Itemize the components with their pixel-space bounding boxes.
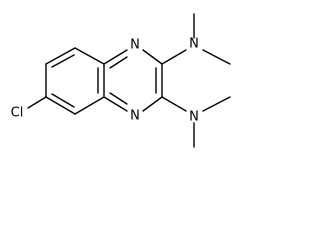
bond-n1-c8a: [103, 96, 128, 112]
atom-labels: Cl N N N N: [11, 37, 199, 125]
bonds: [27, 13, 231, 148]
bond-n4-c3: [142, 49, 163, 65]
bond-c7-c8-inner: [51, 93, 75, 108]
atom-label-n1: N: [130, 109, 140, 124]
bond-c3-namine-top: [161, 49, 187, 65]
atom-label-n4: N: [130, 38, 140, 53]
bond-c7-cl: [27, 96, 47, 109]
bond-c5-c6-inner: [51, 54, 75, 68]
bond-c2-namine-bottom: [161, 96, 187, 112]
bond-namine-top-methyl-right: [202, 49, 231, 65]
molecule-structure: Cl N N N N: [11, 13, 231, 148]
atom-label-cl: Cl: [11, 106, 24, 121]
bond-c4a-c5: [74, 47, 105, 65]
atom-label-namine-bottom: N: [189, 110, 199, 125]
bond-c5-c6: [45, 47, 76, 65]
bond-n1-c8a-inner: [109, 92, 128, 105]
bond-namine-bottom-methyl-right: [202, 96, 231, 112]
bond-c2-n1: [142, 96, 163, 112]
bond-c7-c8: [45, 96, 76, 115]
bond-c4a-n4-inner: [109, 56, 128, 69]
atom-label-namine-top: N: [189, 37, 199, 52]
bond-c4a-n4: [103, 49, 128, 65]
bond-c8-c8a: [74, 96, 105, 115]
